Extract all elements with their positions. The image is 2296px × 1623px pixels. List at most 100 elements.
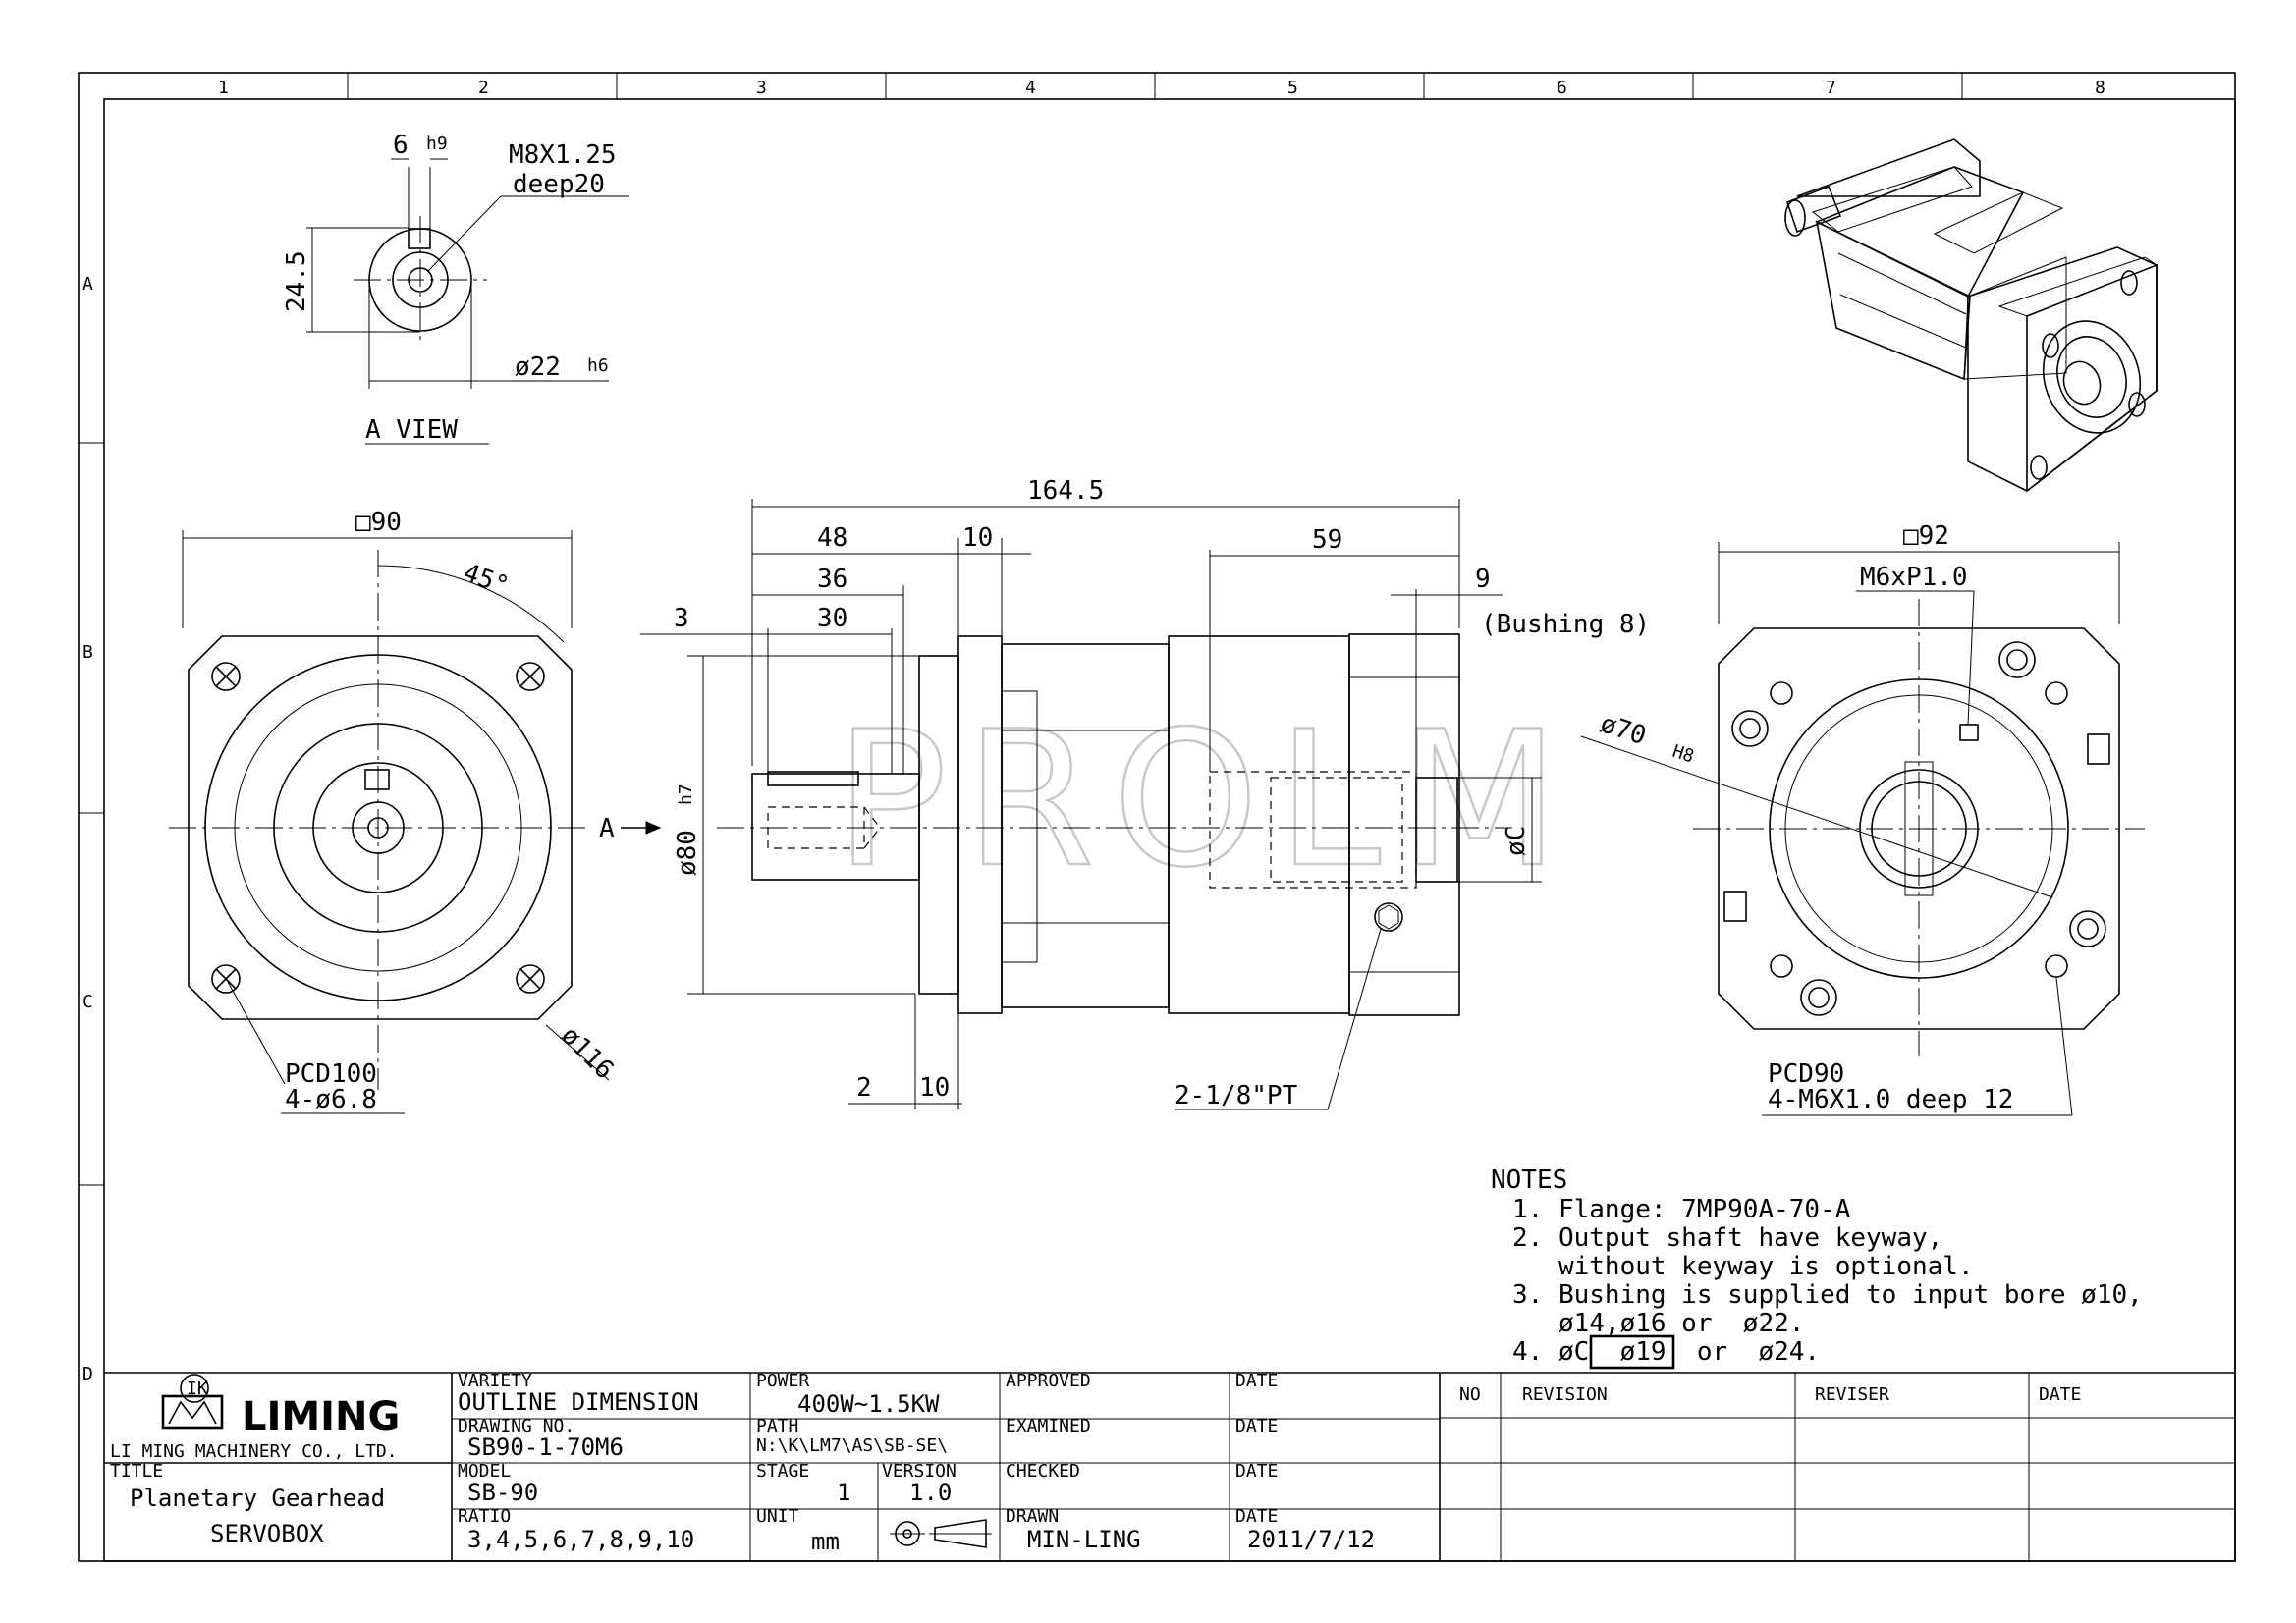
dim-30-label: 30 bbox=[817, 604, 847, 633]
height-label: 24.5 bbox=[282, 250, 311, 312]
a-view: 6 h9 M8X1.25 deep20 24.5 ø22 h6 A VIEW bbox=[282, 131, 629, 445]
company-name: LIMING bbox=[242, 1394, 400, 1439]
path-label: PATH bbox=[756, 1416, 798, 1436]
thread-label: M8X1.25 bbox=[509, 140, 617, 170]
rev-date-header: DATE bbox=[2039, 1384, 2081, 1405]
tap-label: M6xP1.0 bbox=[1860, 563, 1968, 592]
zone-row-b: B bbox=[82, 642, 93, 663]
projection-symbol bbox=[890, 1519, 992, 1548]
unit-value: mm bbox=[811, 1528, 840, 1555]
angle-label: 45° bbox=[460, 558, 513, 601]
notes: NOTES 1. Flange: 7MP90A-70-A 2. Output s… bbox=[1491, 1165, 2143, 1370]
ratio-label: RATIO bbox=[458, 1506, 511, 1527]
title-block: IK LIMING LI MING MACHINERY CO., LTD. TI… bbox=[104, 1371, 2235, 1561]
zone-col-7: 7 bbox=[1826, 78, 1836, 98]
rear-square-label: □92 bbox=[1903, 521, 1949, 551]
dim-9-label: 9 bbox=[1475, 565, 1491, 594]
note-line-5: ø14,ø16 or ø22. bbox=[1512, 1309, 1804, 1338]
checked-date-label: DATE bbox=[1235, 1461, 1278, 1482]
front-view: □90 45° ø116 PCD100 4-ø6.8 A bbox=[169, 508, 662, 1114]
approved-date-label: DATE bbox=[1235, 1371, 1278, 1391]
note-line-2: 2. Output shaft have keyway, bbox=[1512, 1223, 1942, 1253]
input-dia-label: øC bbox=[1502, 826, 1531, 856]
note-highlight-box bbox=[1589, 1334, 1675, 1370]
examined-label: EXAMINED bbox=[1006, 1416, 1091, 1436]
zone-dividers bbox=[79, 73, 1963, 1186]
pt-thread-label: 2-1/8"PT bbox=[1175, 1081, 1298, 1110]
drawing-no-value: SB90-1-70M6 bbox=[467, 1434, 624, 1461]
zone-col-6: 6 bbox=[1557, 78, 1567, 98]
rear-view: □92 M6xP1.0 ø70 H8 PCD90 4-M6X1.0 deep 1… bbox=[1580, 521, 2145, 1116]
inner-border bbox=[103, 98, 2236, 1562]
overall-length-label: 164.5 bbox=[1027, 476, 1104, 506]
checked-label: CHECKED bbox=[1006, 1461, 1080, 1482]
dim-10-label: 10 bbox=[962, 523, 993, 553]
bushing-label: (Bushing 8) bbox=[1481, 610, 1650, 639]
zone-row-a: A bbox=[82, 274, 93, 295]
drawn-value: MIN-LING bbox=[1027, 1526, 1141, 1553]
key-tol-label: h9 bbox=[426, 134, 448, 154]
zone-col-8: 8 bbox=[2095, 78, 2105, 98]
power-label: POWER bbox=[756, 1371, 809, 1391]
rear-pcd-label: PCD90 bbox=[1768, 1059, 1844, 1089]
spigot-dia-label: ø80 bbox=[673, 830, 702, 876]
arrow-a-label: A bbox=[599, 814, 615, 843]
version-value: 1.0 bbox=[909, 1479, 952, 1506]
dim-59-label: 59 bbox=[1312, 525, 1342, 555]
a-view-title: A VIEW bbox=[365, 415, 458, 445]
power-value: 400W~1.5KW bbox=[797, 1390, 940, 1418]
svg-text:IK: IK bbox=[187, 1379, 208, 1399]
key-width-label: 6 bbox=[393, 131, 409, 160]
note-line-6: 4. øC ø19 or ø24. bbox=[1512, 1337, 1820, 1367]
title-line-1: Planetary Gearhead bbox=[130, 1485, 385, 1512]
version-label: VERSION bbox=[882, 1461, 957, 1482]
dim-10b-label: 10 bbox=[919, 1073, 950, 1103]
drawn-date-label: DATE bbox=[1235, 1506, 1278, 1527]
zone-row-d: D bbox=[82, 1364, 93, 1384]
zone-labels: 1 2 3 4 5 6 7 8 A B C D bbox=[82, 78, 2105, 1384]
revision-header: REVISION bbox=[1522, 1384, 1608, 1405]
front-holes-label: 4-ø6.8 bbox=[285, 1085, 377, 1114]
isometric-view bbox=[1784, 138, 2159, 493]
drawn-date-value: 2011/7/12 bbox=[1247, 1526, 1375, 1553]
ratio-value: 3,4,5,6,7,8,9,10 bbox=[467, 1526, 694, 1553]
model-value: SB-90 bbox=[467, 1479, 538, 1506]
variety-value: OUTLINE DIMENSION bbox=[458, 1388, 699, 1416]
note-line-3: without keyway is optional. bbox=[1512, 1252, 1974, 1281]
dim-2-label: 2 bbox=[856, 1073, 872, 1103]
shaft-dia-label: ø22 bbox=[515, 352, 561, 382]
zone-col-2: 2 bbox=[478, 78, 489, 98]
stage-value: 1 bbox=[837, 1479, 850, 1506]
front-square-label: □90 bbox=[355, 508, 402, 537]
path-value: N:\K\LM7\AS\SB-SE\ bbox=[756, 1435, 948, 1456]
rear-holes-label: 4-M6X1.0 deep 12 bbox=[1768, 1085, 2013, 1114]
zone-row-c: C bbox=[82, 992, 93, 1012]
liming-logo: IK LIMING bbox=[161, 1374, 400, 1439]
rev-no-header: NO bbox=[1459, 1384, 1481, 1405]
zone-col-4: 4 bbox=[1025, 78, 1036, 98]
drawing-no-label: DRAWING NO. bbox=[458, 1416, 574, 1436]
variety-label: VARIETY bbox=[458, 1371, 532, 1391]
bore-tol-label: H8 bbox=[1669, 741, 1696, 768]
dim-3-label: 3 bbox=[674, 604, 689, 633]
approved-label: APPROVED bbox=[1006, 1371, 1091, 1391]
zone-col-3: 3 bbox=[756, 78, 767, 98]
dia-116-label: ø116 bbox=[555, 1021, 619, 1085]
shaft-tol-label: h6 bbox=[587, 355, 609, 376]
notes-title: NOTES bbox=[1491, 1165, 1567, 1195]
stage-label: STAGE bbox=[756, 1461, 809, 1482]
title-line-2: SERVOBOX bbox=[210, 1520, 324, 1547]
thread-depth-label: deep20 bbox=[513, 170, 605, 199]
note-line-1: 1. Flange: 7MP90A-70-A bbox=[1512, 1195, 1851, 1224]
bore-dia-label: ø70 bbox=[1597, 709, 1650, 751]
front-pcd-label: PCD100 bbox=[285, 1059, 377, 1089]
title-label: TITLE bbox=[110, 1461, 163, 1482]
spigot-tol-label: h7 bbox=[676, 784, 696, 805]
watermark: PROLM bbox=[835, 691, 1577, 908]
reviser-header: REVISER bbox=[1815, 1384, 1889, 1405]
note-line-4: 3. Bushing is supplied to input bore ø10… bbox=[1512, 1280, 2143, 1310]
zone-col-1: 1 bbox=[218, 78, 229, 98]
model-label: MODEL bbox=[458, 1461, 511, 1482]
company-full-name: LI MING MACHINERY CO., LTD. bbox=[110, 1441, 398, 1462]
